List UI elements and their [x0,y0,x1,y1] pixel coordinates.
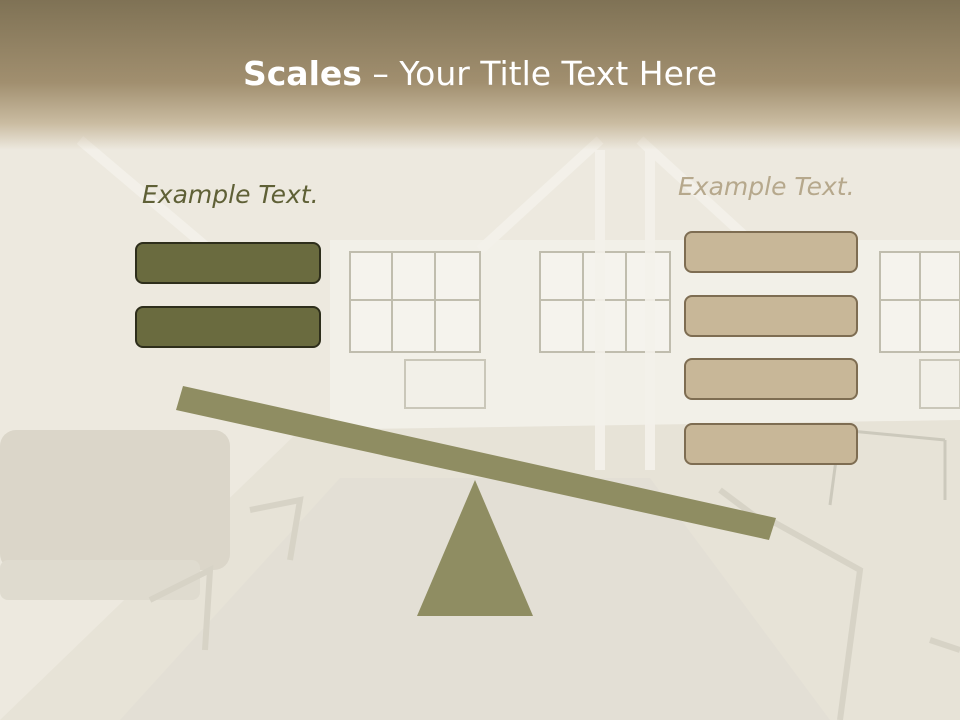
right-box-4[interactable] [684,423,858,465]
right-box-1[interactable] [684,231,858,273]
scale-beam [176,386,776,540]
title-bold-text: Scales [242,54,362,93]
left-example-text: Example Text. [142,180,319,209]
slide-title: Scales – Your Title Text Here [0,52,960,96]
right-box-3[interactable] [684,358,858,400]
left-box-2[interactable] [135,306,321,348]
right-box-2[interactable] [684,295,858,337]
title-rest-text: – Your Title Text Here [361,54,718,93]
right-example-text: Example Text. [678,172,855,201]
scale-fulcrum [417,480,533,616]
slide-header [0,0,960,150]
left-box-1[interactable] [135,242,321,284]
